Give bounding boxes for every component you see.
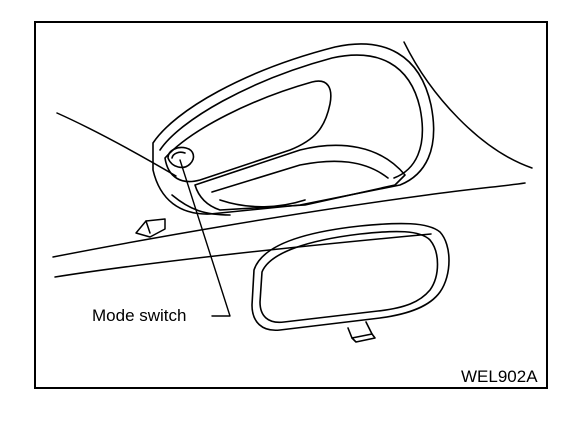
figure-code: WEL902A <box>461 367 538 386</box>
headliner-clip <box>135 218 166 238</box>
diagram-frame <box>34 21 548 389</box>
headliner-lines <box>52 41 533 278</box>
mode-switch-button <box>167 146 195 169</box>
callout-leader-line <box>179 159 231 317</box>
rearview-mirror <box>251 222 450 343</box>
mode-switch-label: Mode switch <box>92 306 187 325</box>
overhead-console <box>152 43 435 216</box>
